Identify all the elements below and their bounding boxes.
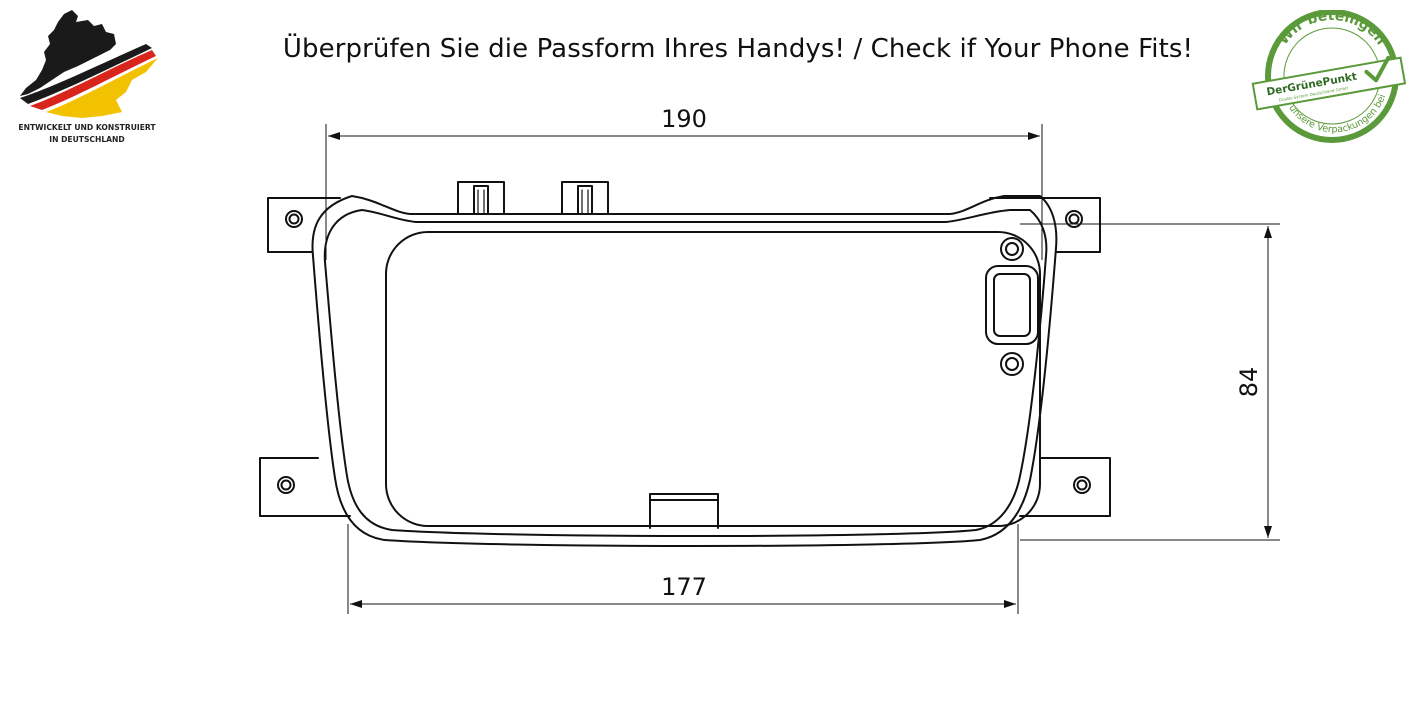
made-in-germany-line2: IN DEUTSCHLAND — [49, 135, 125, 144]
bottom-clip — [649, 493, 719, 529]
made-in-germany-line1: ENTWICKELT UND KONSTRUIERT — [18, 123, 156, 132]
top-clip-left — [457, 181, 505, 215]
dim-190-label: 190 — [661, 105, 707, 133]
gruener-punkt-badge: Wir beteiligen unsere Verpackungen bei D… — [1248, 8, 1412, 144]
mounting-tab-top-left — [267, 197, 341, 253]
checkmark-icon — [1364, 55, 1391, 83]
made-in-germany-badge: ENTWICKELT UND KONSTRUIERT IN DEUTSCHLAN… — [6, 8, 168, 158]
dim-177-label: 177 — [661, 573, 707, 601]
holder-outer-shell — [311, 195, 1058, 547]
side-connector — [985, 237, 1039, 376]
page-title: Überprüfen Sie die Passform Ihres Handys… — [282, 34, 1194, 64]
phone-cavity — [385, 231, 1041, 527]
made-in-germany-caption: ENTWICKELT UND KONSTRUIERT IN DEUTSCHLAN… — [6, 122, 168, 146]
germany-map-flag-icon — [20, 10, 158, 118]
mounting-tab-top-right — [989, 197, 1101, 253]
top-clip-right — [561, 181, 609, 215]
holder-inner-rim — [323, 209, 1048, 537]
mounting-tab-bottom-left — [259, 457, 351, 517]
mounting-tab-bottom-right — [1019, 457, 1111, 517]
dim-84-label: 84 — [1235, 367, 1263, 398]
